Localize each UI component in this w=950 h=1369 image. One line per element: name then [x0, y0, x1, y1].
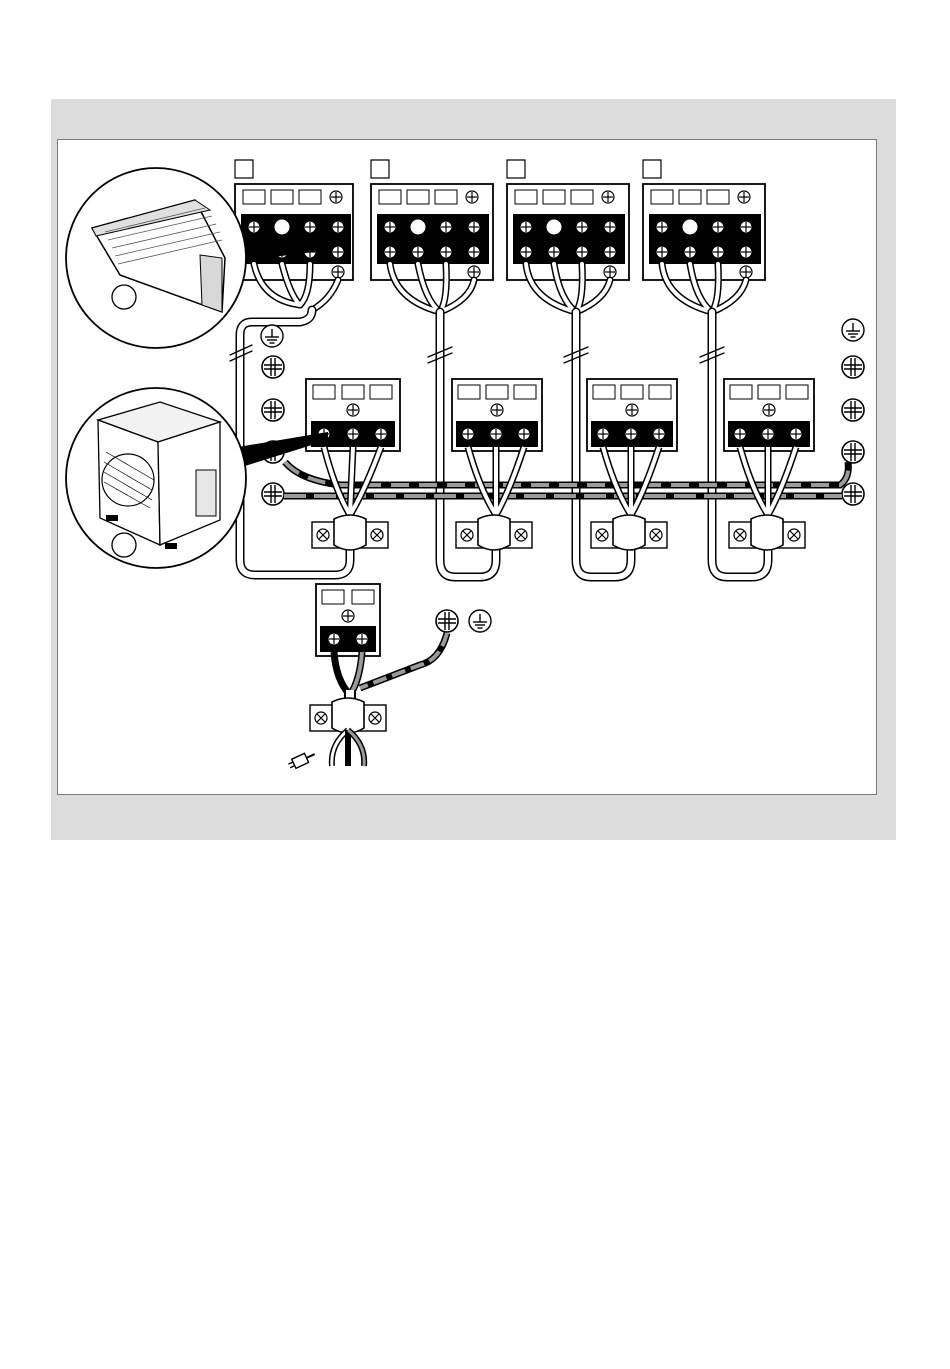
- cable-clamps: [312, 515, 805, 550]
- left-ground-screws: [262, 356, 284, 505]
- ground-icon: [469, 610, 491, 632]
- outdoor-terminal-block-4: [724, 379, 814, 451]
- power-supply-terminal-block: [316, 584, 380, 656]
- ground-icon: [261, 325, 283, 347]
- power-ground-screw: [436, 610, 458, 632]
- outdoor-unit-callout: [66, 388, 328, 568]
- power-cable-tails: [332, 730, 364, 766]
- outdoor-terminal-block-2: [452, 379, 542, 451]
- outdoor-block-wires: [324, 447, 796, 515]
- power-cable-clamp: [310, 698, 386, 733]
- outdoor-terminal-block-3: [587, 379, 677, 451]
- plug-icon: [287, 750, 317, 771]
